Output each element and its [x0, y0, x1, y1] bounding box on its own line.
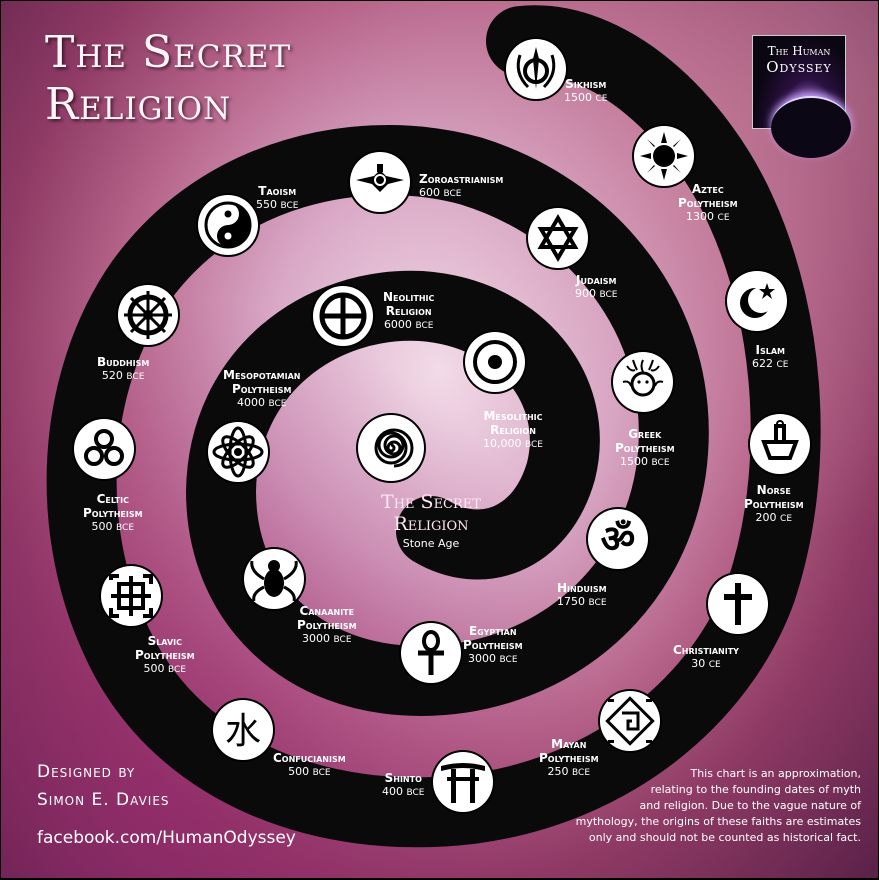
- label-greek: Greek Polytheism 1500 BCE: [615, 427, 675, 468]
- label-confucianism: Confucianism 500 BCE: [273, 751, 346, 778]
- planet-icon: [771, 96, 851, 158]
- center-subtitle: Stone Age: [402, 537, 460, 550]
- label-hinduism: Hinduism 1750 BCE: [557, 581, 607, 608]
- label-mesopotamian: Mesopotamian Polytheism 4000 BCE: [223, 368, 301, 409]
- aztec-sun-icon: [634, 126, 694, 186]
- shinto-torii-icon: [433, 752, 493, 812]
- mayan-hunab-ku-icon: [600, 691, 660, 751]
- christianity-cross-icon: [708, 574, 768, 634]
- svg-text:水: 水: [225, 711, 261, 752]
- label-celtic: Celtic Polytheism 500 BCE: [83, 492, 143, 533]
- designer-credit-line-2: Simon E. Davies: [37, 790, 170, 810]
- confucianism-water-icon: 水: [213, 700, 273, 760]
- label-canaanite: Canaanite Polytheism 3000 BCE: [297, 604, 357, 645]
- neolithic-sun-cross-icon: [313, 286, 373, 346]
- norse-mjolnir-icon: [750, 414, 810, 474]
- hinduism-om-icon: ॐ: [588, 509, 648, 569]
- page-title: The Secret Religion: [45, 27, 345, 131]
- sikhism-khanda-icon: [506, 39, 566, 99]
- slavic-kolovrat-icon: [101, 566, 161, 626]
- label-islam: Islam 622 CE: [752, 343, 789, 370]
- egyptian-ankh-icon: [401, 623, 461, 683]
- title-line-2: Religion: [45, 79, 232, 130]
- islam-crescent-star-icon: [727, 271, 787, 331]
- designer-credit-line-1: Designed by: [37, 762, 136, 782]
- label-sikhism: Sikhism 1500 CE: [564, 77, 608, 104]
- title-line-1: The Secret: [45, 27, 292, 78]
- center-title: The Secret Religion: [381, 491, 481, 535]
- label-mayan: Mayan Polytheism 250 BCE: [539, 737, 599, 778]
- label-zoroastrianism: Zoroastrianism 600 BCE: [419, 172, 504, 199]
- mesolithic-sun-icon: [465, 332, 525, 392]
- human-odyssey-logo: The Human Odyssey: [752, 35, 851, 158]
- label-norse: Norse Polytheism 200 CE: [744, 483, 804, 524]
- label-buddhism: Buddhism 520 BCE: [97, 355, 150, 382]
- greek-medusa-icon: [613, 352, 673, 412]
- mesopotamian-star-icon: [208, 422, 268, 482]
- label-mesolithic: Mesolithic Religion 10,000 BCE: [483, 409, 543, 450]
- label-egyptian: Egyptian Polytheism 3000 BCE: [463, 624, 523, 665]
- label-aztec: Aztec Polytheism 1300 CE: [678, 182, 738, 223]
- facebook-link[interactable]: facebook.com/HumanOdyssey: [37, 828, 296, 848]
- logo-line-1: The Human: [767, 44, 831, 58]
- canaanite-scarab-icon: [244, 549, 304, 609]
- label-christianity: Christianity 30 CE: [673, 643, 739, 670]
- celtic-triskelion-icon: [74, 419, 134, 479]
- label-neolithic: Neolithic Religion 6000 BCE: [383, 290, 435, 331]
- spiral-icon: [358, 415, 424, 481]
- judaism-star-of-david-icon: [528, 208, 588, 268]
- label-slavic: Slavic Polytheism 500 BCE: [135, 634, 195, 675]
- svg-text:ॐ: ॐ: [601, 517, 636, 561]
- label-shinto: Shinto 400 BCE: [382, 771, 425, 798]
- zoroastrianism-faravahar-icon: [350, 152, 410, 212]
- label-taoism: Taoism 550 BCE: [256, 184, 299, 211]
- taoism-yin-yang-icon: [198, 195, 258, 255]
- disclaimer-text: This chart is an approximation, relating…: [575, 767, 861, 844]
- buddhism-dharma-wheel-icon: [118, 285, 178, 345]
- logo-line-2: Odyssey: [766, 58, 832, 76]
- label-judaism: Judaism 900 BCE: [575, 273, 618, 300]
